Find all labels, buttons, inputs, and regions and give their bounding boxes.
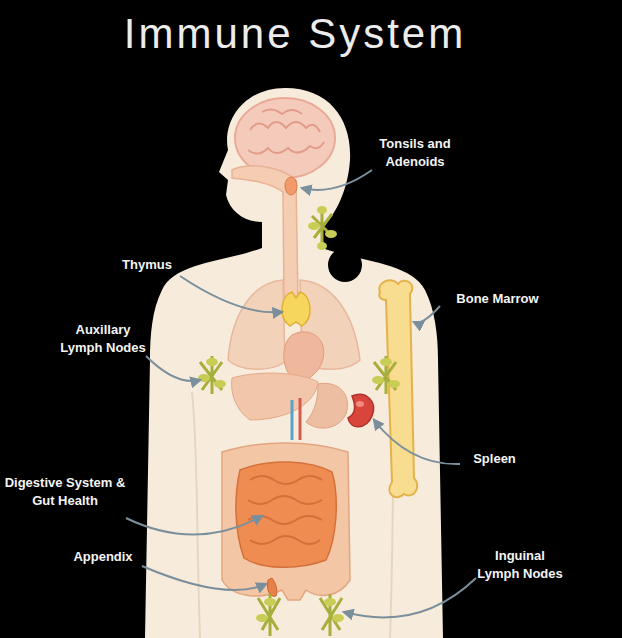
airway — [232, 166, 298, 300]
lymph-nodes — [325, 230, 337, 238]
leader-lines — [126, 516, 262, 535]
lymph-nodes — [206, 358, 218, 366]
body-silhouette — [145, 88, 443, 638]
liver-stomach — [232, 373, 348, 440]
part-label: Digestive System & Gut Health — [4, 474, 126, 510]
tonsils — [285, 177, 297, 195]
liver-stomach — [291, 400, 294, 440]
small-intestine — [248, 476, 322, 544]
leader-lines — [302, 170, 372, 190]
body-silhouette — [145, 88, 443, 638]
leader-lines — [374, 420, 460, 464]
lymph-nodes — [332, 614, 344, 622]
body-silhouette — [192, 392, 200, 638]
lymph-nodes — [317, 206, 327, 214]
black-dot — [328, 248, 362, 282]
lymph-nodes — [214, 380, 226, 388]
small-intestine — [236, 462, 336, 567]
brain — [248, 109, 324, 153]
part-label: Spleen — [462, 450, 527, 468]
lymph-nodes — [380, 358, 392, 366]
heart — [284, 332, 324, 381]
airway — [232, 166, 298, 300]
lymph-nodes — [388, 380, 400, 388]
part-label: Tonsils and Adenoids — [365, 135, 465, 171]
lymph-nodes — [198, 206, 400, 636]
part-label: Thymus — [112, 256, 182, 274]
appendix — [267, 578, 276, 596]
leader-lines — [180, 276, 282, 312]
black-dot — [328, 248, 362, 282]
lymph-nodes — [308, 222, 320, 230]
leader-lines — [146, 356, 200, 381]
part-label: Inguinal Lymph Nodes — [474, 547, 566, 583]
large-intestine — [222, 443, 350, 600]
leader-lines — [344, 578, 476, 617]
liver-stomach — [232, 373, 318, 420]
small-intestine — [236, 462, 336, 567]
lymph-nodes — [264, 598, 276, 606]
thymus — [282, 292, 310, 326]
heart — [284, 332, 324, 381]
spleen — [356, 401, 364, 407]
part-label: Appendix — [62, 548, 144, 566]
spleen — [348, 394, 374, 426]
liver-stomach — [299, 398, 302, 440]
leader-lines — [126, 170, 476, 617]
liver-stomach — [306, 383, 348, 428]
lymph-nodes — [374, 356, 396, 394]
large-intestine — [222, 443, 350, 600]
lymph-nodes — [372, 376, 384, 384]
spleen — [348, 394, 374, 426]
part-label: Auxillary Lymph Nodes — [58, 321, 148, 357]
appendix — [267, 578, 276, 596]
lungs — [228, 280, 285, 369]
lymph-nodes — [324, 598, 336, 606]
thymus — [282, 292, 310, 326]
leader-lines — [142, 566, 266, 590]
leader-lines — [414, 306, 440, 323]
lymph-nodes — [256, 614, 268, 622]
tonsils — [285, 177, 297, 195]
diagram-title: Immune System — [0, 10, 590, 58]
part-label: Bone Marrow — [440, 290, 555, 308]
lymph-nodes — [317, 242, 327, 250]
